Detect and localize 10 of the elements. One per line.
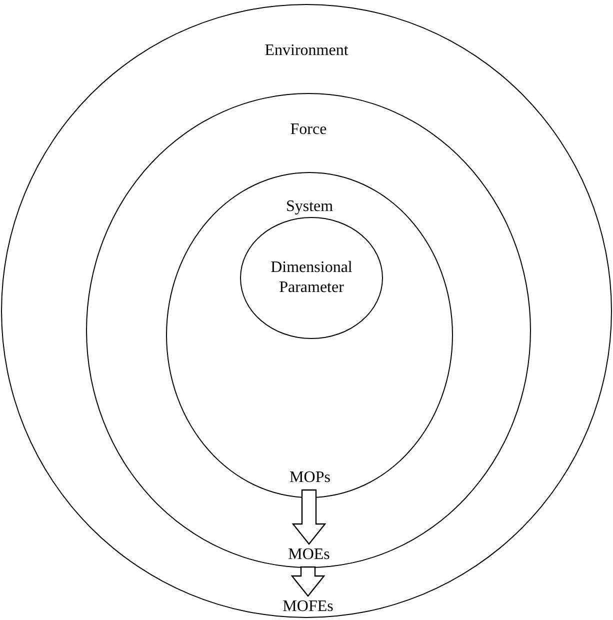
measure-label: MOFEs (271, 597, 345, 617)
circle-label: Force (289, 120, 328, 140)
circle-label: Environment (264, 41, 350, 61)
circle-label: System (284, 197, 334, 217)
measure-label: MOEs (279, 545, 339, 565)
concentric-circle (240, 217, 383, 339)
circle-label: Dimensional Parameter (270, 258, 354, 298)
block-arrow (290, 566, 326, 597)
block-arrow (292, 489, 326, 545)
measure-label: MOPs (280, 468, 340, 488)
